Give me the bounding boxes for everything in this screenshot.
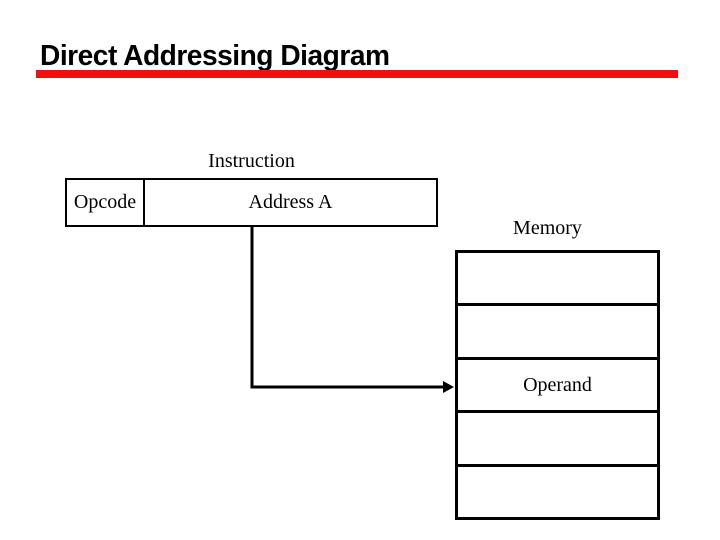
instruction-box: Opcode Address A <box>65 178 438 227</box>
memory-label: Memory <box>513 217 582 239</box>
memory-row-operand: Operand <box>458 356 657 410</box>
arrowhead-icon <box>443 381 454 393</box>
memory-row <box>458 463 657 517</box>
memory-row <box>458 303 657 356</box>
memory-row <box>458 253 657 303</box>
memory-box: Operand <box>455 250 660 520</box>
opcode-field: Opcode <box>67 180 145 225</box>
title-accent-bar <box>36 70 678 78</box>
slide-title: Direct Addressing Diagram <box>40 40 390 72</box>
address-a-field: Address A <box>248 191 333 213</box>
memory-row <box>458 410 657 463</box>
instruction-label: Instruction <box>208 150 295 172</box>
